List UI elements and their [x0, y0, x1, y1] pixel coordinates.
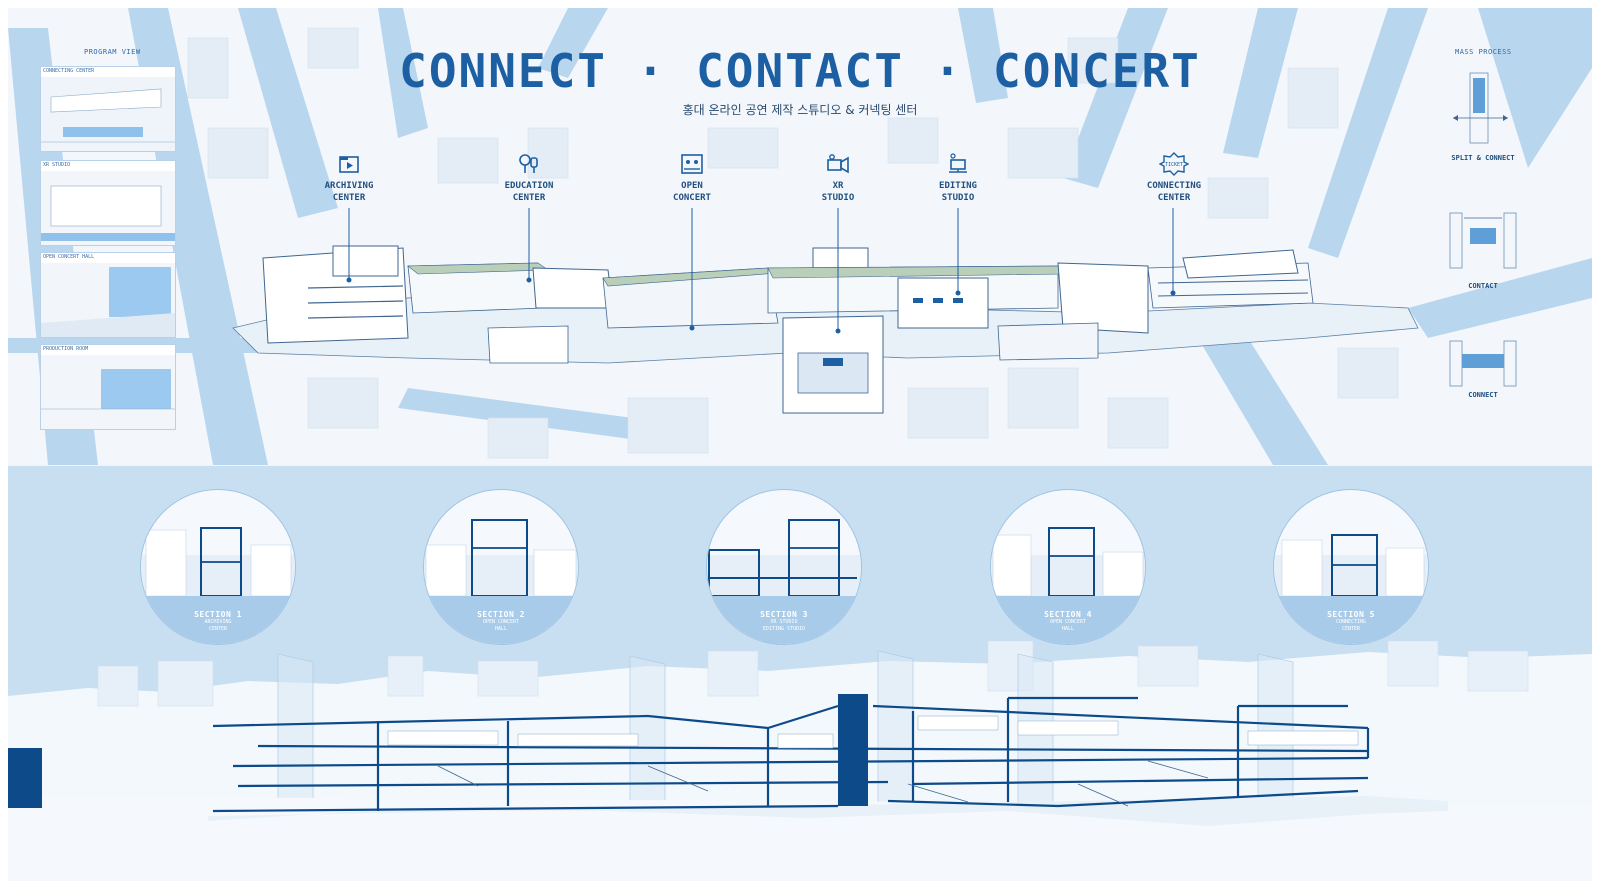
concert-icon [681, 154, 703, 174]
mass-process-heading: MASS PROCESS [1455, 48, 1512, 56]
program-label-editing-studio: EDITING STUDIO [939, 181, 977, 203]
education-icon [519, 154, 538, 173]
section-subtitle: OPEN CONCERT HALL [1049, 619, 1087, 632]
mass-step-label: CONNECT [1468, 391, 1498, 399]
city-context-map [8, 8, 1592, 465]
board-subtitle: 홍대 온라인 공연 제작 스튜디오 & 커넥팅 센터 [682, 103, 918, 117]
section-subtitle: CONNECTING CENTER [1335, 619, 1367, 632]
mass-step-label: SPLIT & CONNECT [1451, 154, 1515, 162]
section-circle-4: SECTION 4 OPEN CONCERT HALL [990, 489, 1146, 645]
board-title: CONNECT · CONTACT · CONCERT [399, 44, 1201, 98]
section-circle-2: SECTION 2 OPEN CONCERT HALL [423, 489, 579, 645]
section-title: SECTION 3 [760, 610, 808, 619]
section-subtitle: OPEN CONCERT HALL [482, 619, 520, 632]
building-section [208, 694, 1448, 826]
ticket-icon: TICKET [1159, 152, 1189, 176]
section-circle-1: SECTION 1 ARCHIVING CENTER [140, 489, 296, 645]
section-title: SECTION 1 [194, 610, 242, 619]
program-view-card: XR STUDIO [40, 160, 176, 246]
program-view-heading: PROGRAM VIEW [84, 48, 141, 56]
program-label-xr-studio: XR STUDIO [821, 181, 855, 203]
program-label-connecting-center: CONNECTING CENTER [1146, 181, 1202, 203]
archive-icon [339, 156, 359, 173]
camera-icon [827, 154, 849, 174]
section-circle-5: SECTION 5 CONNECTING CENTER [1273, 489, 1429, 645]
bottom-panel-sections: SECTION 1 ARCHIVING CENTER SECTION 2 OPE… [8, 466, 1592, 881]
mass-contact-diagram [1449, 212, 1517, 269]
section-title: SECTION 2 [477, 610, 525, 619]
section-title: SECTION 5 [1327, 610, 1375, 619]
mass-connect-diagram [1449, 340, 1517, 387]
section-circle-3: SECTION 3 XR STUDIO EDITING STUDIO [706, 489, 862, 645]
editing-icon [949, 153, 967, 173]
city-blocks [187, 27, 1399, 459]
program-view-card: CONNECTING CENTER [40, 66, 176, 152]
section-subtitle: XR STUDIO EDITING STUDIO [762, 619, 806, 632]
mass-step-label: CONTACT [1468, 282, 1498, 290]
program-label-archiving: ARCHIVING CENTER [324, 181, 374, 203]
program-label-open-concert: OPEN CONCERT [673, 181, 711, 203]
mass-split-diagram [1453, 72, 1508, 144]
section-subtitle: ARCHIVING CENTER [204, 619, 232, 632]
presentation-board: CONNECT · CONTACT · CONCERT 홍대 온라인 공연 제작… [8, 8, 1592, 881]
program-leader-lines [348, 208, 1174, 331]
section-title: SECTION 4 [1044, 610, 1092, 619]
program-view-card: PRODUCTION ROOM [40, 344, 176, 430]
program-view-card: OPEN CONCERT HALL [40, 252, 176, 338]
top-panel-axonometric: CONNECT · CONTACT · CONCERT 홍대 온라인 공연 제작… [8, 8, 1592, 465]
program-label-education: EDUCATION CENTER [504, 181, 554, 203]
long-section-drawing [8, 640, 1592, 881]
building-axonometric [232, 245, 1419, 414]
ticket-icon-text: TICKET [1165, 162, 1183, 168]
